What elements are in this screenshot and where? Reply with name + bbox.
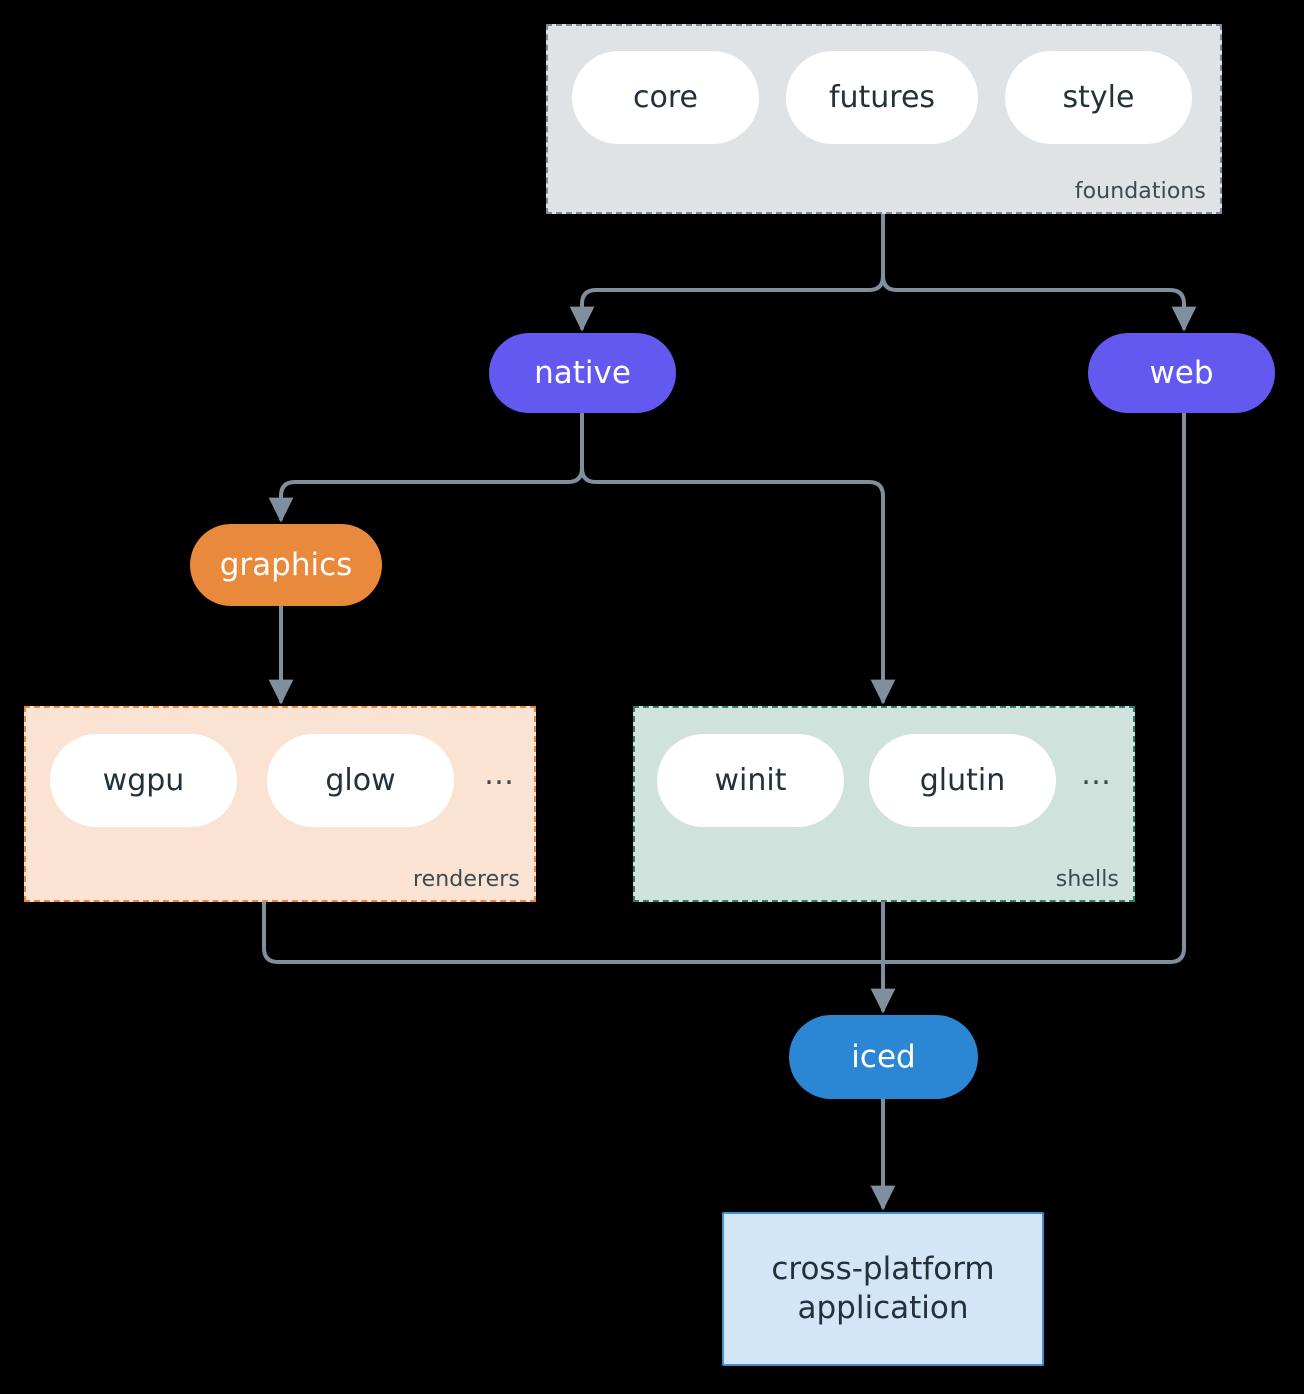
application-label-line2: application	[797, 1290, 969, 1326]
node-graphics[interactable]: graphics	[190, 524, 382, 606]
edge-native-shells	[580, 411, 896, 705]
node-native[interactable]: native	[489, 333, 676, 413]
shells-overflow-ellipsis: …	[1081, 756, 1111, 792]
pill-glutin[interactable]: glutin	[869, 734, 1056, 827]
pill-core[interactable]: core	[572, 51, 759, 144]
pill-futures[interactable]: futures	[786, 51, 978, 144]
node-web[interactable]: web	[1088, 333, 1275, 413]
pill-glow[interactable]: glow	[267, 734, 454, 827]
group-renderers-items: wgpu glow …	[50, 734, 514, 827]
edge-native-graphics	[268, 411, 584, 523]
group-foundations-label: foundations	[1074, 179, 1206, 204]
group-shells-items: winit glutin …	[657, 734, 1111, 827]
pill-style[interactable]: style	[1005, 51, 1192, 144]
edge-foundations-native	[569, 212, 885, 332]
group-renderers-label: renderers	[412, 867, 520, 892]
pill-winit[interactable]: winit	[657, 734, 844, 827]
pill-wgpu[interactable]: wgpu	[50, 734, 237, 827]
renderers-overflow-ellipsis: …	[484, 756, 514, 792]
group-foundations-items: core futures style	[572, 51, 1192, 144]
node-application[interactable]: cross-platform application	[722, 1212, 1044, 1366]
edge-foundations-web	[881, 212, 1197, 332]
group-shells-label: shells	[1055, 867, 1119, 892]
application-label-line1: cross-platform	[771, 1251, 995, 1288]
node-iced[interactable]: iced	[789, 1015, 978, 1099]
edge-renderers-iced	[262, 900, 885, 964]
